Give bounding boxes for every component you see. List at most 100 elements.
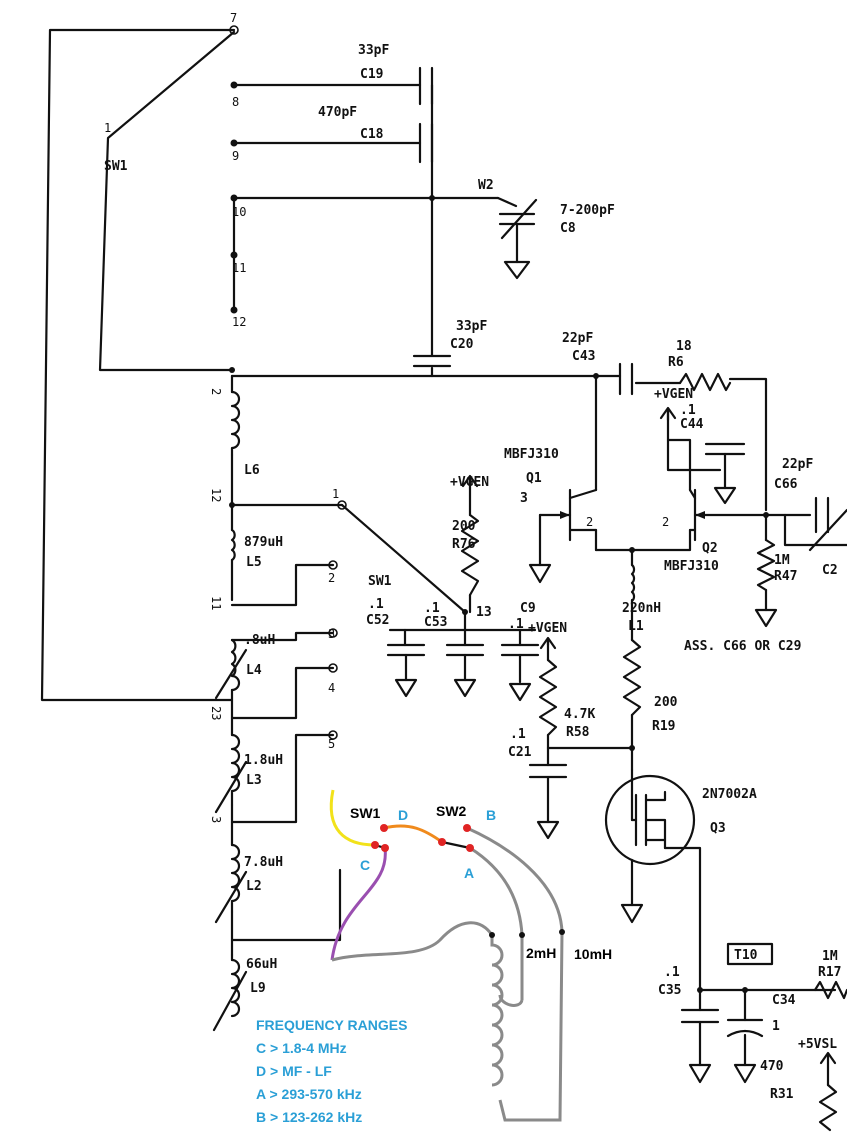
label-r19-value: 200 bbox=[654, 695, 678, 710]
pin-sw1-4: 4 bbox=[328, 681, 335, 695]
resistor-symbols bbox=[460, 372, 847, 1132]
label-r17-ref: R17 bbox=[818, 965, 841, 980]
legend-title: FREQUENCY RANGES bbox=[256, 1017, 407, 1033]
inductor-l4 bbox=[230, 638, 241, 692]
capacitor-c52 bbox=[386, 643, 426, 682]
pin-sw1-1: 1 bbox=[332, 487, 339, 501]
label-q3-part: 2N7002A bbox=[702, 787, 757, 802]
gray-wire-return bbox=[331, 921, 494, 962]
label-q1-part: MBFJ310 bbox=[504, 447, 559, 462]
label-c34-ref: C34 bbox=[772, 993, 796, 1008]
label-r17-value: 1M bbox=[822, 949, 838, 964]
inductor-l3 bbox=[230, 733, 241, 807]
yellow-wire bbox=[329, 789, 376, 847]
label-vgen-c9: +VGEN bbox=[528, 621, 567, 636]
label-sw-pin-13: 13 bbox=[476, 605, 492, 620]
mod-label-b: B bbox=[486, 807, 496, 823]
transistor-q2 bbox=[688, 488, 705, 542]
label-q1-ref: Q1 bbox=[526, 471, 542, 486]
capacitor-c9 bbox=[500, 643, 540, 684]
label-l9-value: 66uH bbox=[246, 957, 277, 972]
label-c53-value: .1 bbox=[424, 601, 440, 616]
label-r31-ref: R31 bbox=[770, 1087, 794, 1102]
label-sw1-main: SW1 bbox=[368, 574, 392, 589]
pin-sw1-5: 5 bbox=[328, 737, 335, 751]
pin-12: 12 bbox=[232, 315, 246, 329]
orange-wire bbox=[383, 824, 443, 844]
label-w2: W2 bbox=[478, 178, 494, 193]
label-l1-ref: L1 bbox=[628, 619, 644, 634]
contact-circles bbox=[229, 25, 769, 993]
mod-label-10mh: 10mH bbox=[574, 946, 612, 962]
mod-label-a: A bbox=[464, 865, 474, 881]
label-c18-ref: C18 bbox=[360, 127, 384, 142]
resistor-r31 bbox=[818, 1083, 838, 1132]
label-c19-value: 33pF bbox=[358, 43, 389, 58]
label-c9-ref: C9 bbox=[520, 601, 536, 616]
label-c44-ref: C44 bbox=[680, 417, 704, 432]
inductor-l9 bbox=[230, 958, 241, 1018]
label-q3-ref: Q3 bbox=[710, 821, 726, 836]
label-l4-ref: L4 bbox=[246, 663, 262, 678]
inductor-l5 bbox=[230, 528, 236, 562]
capacitor-c21 bbox=[528, 763, 568, 779]
label-c52-ref: C52 bbox=[366, 613, 389, 628]
capacitor-c35 bbox=[680, 1008, 720, 1024]
label-c43-value: 22pF bbox=[562, 331, 593, 346]
label-c66-ref: C66 bbox=[774, 477, 798, 492]
tap-12: 12 bbox=[209, 488, 223, 502]
label-l3-ref: L3 bbox=[246, 773, 262, 788]
capacitor-symbols bbox=[386, 66, 847, 1038]
pin-11: 11 bbox=[232, 261, 246, 275]
capacitor-c8 bbox=[496, 196, 538, 264]
label-l2-ref: L2 bbox=[246, 879, 262, 894]
label-r76-value: 200 bbox=[452, 519, 476, 534]
label-t10: T10 bbox=[734, 948, 758, 963]
new-coil bbox=[490, 935, 504, 1087]
label-l9-ref: L9 bbox=[250, 981, 266, 996]
tap-2: 2 bbox=[209, 388, 223, 395]
label-vsl: +5VSL bbox=[798, 1037, 837, 1052]
label-c34-value: 1 bbox=[772, 1019, 780, 1034]
label-l6-ref: L6 bbox=[244, 463, 260, 478]
transistor-q1 bbox=[560, 488, 598, 542]
pin-sw1-3: 3 bbox=[328, 627, 335, 641]
pin-10: 10 bbox=[232, 205, 246, 219]
inductor-l2 bbox=[230, 843, 241, 914]
label-c19-ref: C19 bbox=[360, 67, 383, 82]
mod-label-d: D bbox=[398, 807, 408, 823]
label-c20-value: 33pF bbox=[456, 319, 487, 334]
label-q1-pin: 3 bbox=[520, 491, 528, 506]
label-vgen-r76: +VGEN bbox=[450, 475, 489, 490]
transistor-q3 bbox=[604, 768, 696, 866]
label-c52-value: .1 bbox=[368, 597, 384, 612]
resistor-r58 bbox=[538, 658, 558, 737]
label-l2-value: 7.8uH bbox=[244, 855, 283, 870]
pin-sw-common: 1 bbox=[104, 121, 111, 135]
capacitor-c44 bbox=[704, 442, 746, 490]
inductor-symbols bbox=[212, 390, 636, 1032]
modification-overlay bbox=[329, 789, 565, 1122]
pin-8: 8 bbox=[232, 95, 239, 109]
resistor-r17 bbox=[813, 980, 847, 1000]
label-l4-value: .8uH bbox=[244, 633, 275, 648]
main-wiring bbox=[40, 28, 847, 1087]
modification-labels: SW1 SW2 D B C A 2mH 10mH bbox=[350, 803, 612, 962]
inductor-l1 bbox=[630, 563, 636, 603]
label-c21-ref: C21 bbox=[508, 745, 532, 760]
label-l1-value: 220nH bbox=[622, 601, 661, 616]
label-r47-ref: R47 bbox=[774, 569, 797, 584]
purple-wire bbox=[330, 847, 387, 961]
capacitor-c29 bbox=[808, 508, 847, 552]
tap-11: 11 bbox=[209, 596, 223, 610]
ground-symbols bbox=[394, 260, 778, 1084]
capacitor-c43 bbox=[618, 362, 634, 396]
label-c8-value: 7-200pF bbox=[560, 203, 615, 218]
label-vgen-top: +VGEN bbox=[654, 387, 693, 402]
label-c66-value: 22pF bbox=[782, 457, 813, 472]
label-r31-value: 470 bbox=[760, 1059, 784, 1074]
capacitor-c66 bbox=[814, 496, 830, 534]
pin-sw1-2: 2 bbox=[328, 571, 335, 585]
legend-line-b: B > 123-262 kHz bbox=[256, 1109, 362, 1125]
